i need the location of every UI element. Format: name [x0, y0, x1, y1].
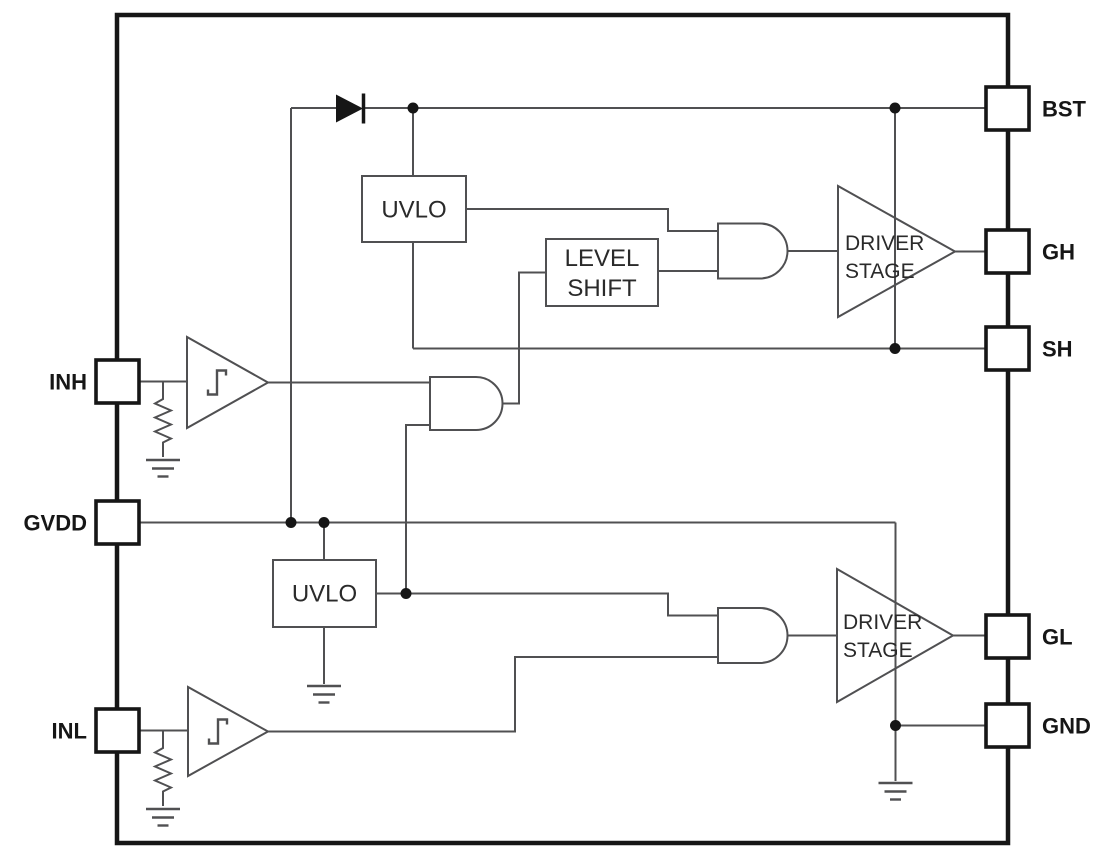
- uvlo-low-block: [272, 559, 377, 628]
- pulldown-resistor-high-icon: [152, 381, 174, 457]
- pin-gh: [984, 228, 1031, 275]
- driver-high-label-line1: DRIVER: [845, 232, 924, 255]
- hysteresis-low-icon: [207, 718, 229, 745]
- pin-gnd-label: GND: [1042, 714, 1091, 739]
- junction-dot: [285, 517, 297, 528]
- level-shift-label-line1: LEVEL: [565, 245, 640, 272]
- driver-high-label-line2: STAGE: [845, 260, 915, 283]
- wire-level-shift-in: [502, 271, 546, 405]
- junction-dot: [407, 102, 419, 114]
- wire-uvlo-high-out: [466, 208, 718, 232]
- junction-dot: [318, 517, 330, 528]
- wire-schmitt-low-out: [268, 656, 718, 733]
- junction-dot: [890, 720, 901, 731]
- pin-bst: [984, 85, 1031, 132]
- junction-dot: [400, 588, 412, 599]
- pin-gvdd-label: GVDD: [23, 511, 87, 536]
- pin-gh-label: GH: [1042, 240, 1075, 265]
- pin-inh-label: INH: [49, 370, 87, 395]
- pin-inl-label: INL: [52, 719, 87, 744]
- driver-low-label-line2: STAGE: [843, 639, 913, 662]
- level-shift-label-line2: SHIFT: [567, 275, 637, 302]
- ground-inh-icon: [146, 458, 180, 478]
- pin-gvdd: [94, 499, 141, 546]
- pin-bst-label: BST: [1042, 97, 1087, 122]
- pin-gnd: [984, 702, 1031, 749]
- ground-uvlo-low-icon: [307, 684, 341, 704]
- wire-uvlo-low-out: [376, 592, 718, 617]
- pin-inl: [94, 707, 141, 754]
- uvlo-high-label: UVLO: [381, 197, 446, 224]
- pulldown-resistor-low-icon: [152, 730, 174, 806]
- pin-gl: [984, 613, 1031, 660]
- level-shift-block: [545, 238, 659, 307]
- pin-sh-label: SH: [1042, 337, 1073, 362]
- bootstrap-diode-icon: [336, 93, 366, 124]
- uvlo-low-label: UVLO: [292, 581, 357, 608]
- schmitt-buffer-high-icon: [186, 335, 271, 430]
- schmitt-buffer-low-icon: [187, 685, 271, 778]
- junction-dot: [889, 343, 901, 354]
- wire-and-mid-uvlo-in: [405, 424, 430, 594]
- pin-gl-label: GL: [1042, 625, 1073, 650]
- and-gate-mid: [429, 376, 504, 431]
- junction-dot: [889, 102, 901, 114]
- uvlo-high-block: [361, 175, 467, 243]
- pin-sh: [984, 325, 1031, 372]
- ground-driver-low-icon: [878, 781, 913, 801]
- and-gate-high: [717, 222, 789, 280]
- driver-stage-high: [837, 184, 958, 319]
- pin-inh: [94, 358, 141, 405]
- and-gate-low: [717, 607, 789, 664]
- driver-low-label-line1: DRIVER: [843, 611, 922, 634]
- hysteresis-high-icon: [206, 369, 228, 396]
- ic-boundary: [114, 12, 1011, 846]
- ground-inl-icon: [146, 807, 180, 827]
